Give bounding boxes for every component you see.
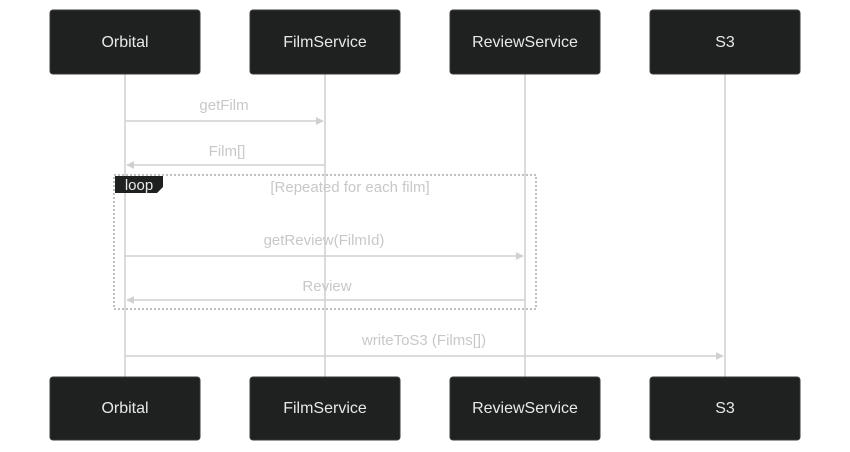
actor-label: S3	[715, 34, 735, 51]
message-film-list: Film[]	[126, 143, 325, 169]
message-label: Film[]	[209, 143, 246, 160]
message-getfilm: getFilm	[125, 97, 324, 125]
message-label: writeToS3 (Films[])	[361, 332, 486, 349]
message-label: Review	[302, 278, 351, 295]
actor-top-reviewservice: ReviewService	[449, 9, 601, 75]
actor-label: Orbital	[101, 34, 148, 51]
loop-box	[113, 174, 537, 310]
message-label: getFilm	[199, 97, 248, 114]
actor-bottom-orbital: Orbital	[49, 376, 201, 441]
loop-tab	[115, 176, 163, 193]
actor-bottom-s3: S3	[649, 376, 801, 441]
actor-label: FilmService	[283, 34, 367, 51]
actor-bottom-reviewservice: ReviewService	[449, 376, 601, 441]
actor-label: ReviewService	[472, 400, 578, 417]
loop-label: loop	[125, 177, 153, 194]
actor-label: FilmService	[283, 400, 367, 417]
actor-label: ReviewService	[472, 34, 578, 51]
actor-top-filmservice: FilmService	[249, 9, 401, 75]
message-writetos3: writeToS3 (Films[])	[125, 332, 724, 360]
actor-top-s3: S3	[649, 9, 801, 75]
message-label: getReview(FilmId)	[264, 232, 385, 249]
loop-condition: [Repeated for each film]	[270, 179, 429, 196]
message-getreview: getReview(FilmId)	[125, 232, 524, 260]
loop-frame: loop [Repeated for each film]	[113, 174, 537, 310]
actor-bottom-filmservice: FilmService	[249, 376, 401, 441]
actor-label: S3	[715, 400, 735, 417]
actor-top-orbital: Orbital	[49, 9, 201, 75]
actor-label: Orbital	[101, 400, 148, 417]
message-review: Review	[126, 278, 525, 304]
